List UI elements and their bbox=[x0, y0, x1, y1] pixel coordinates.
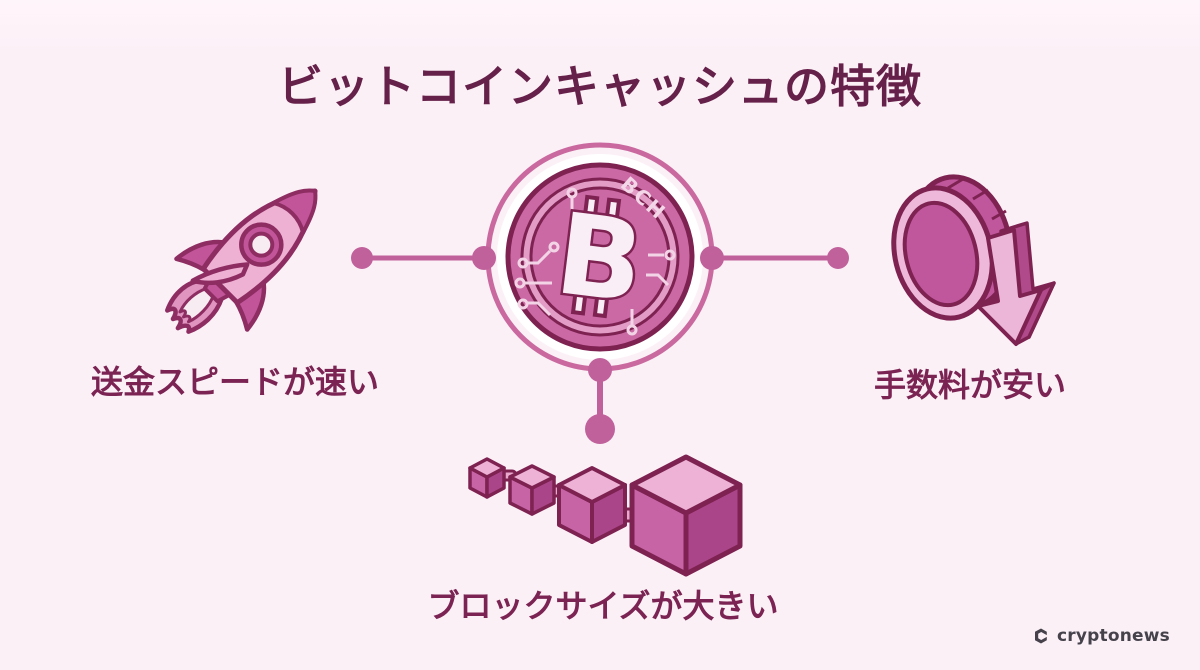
circuit-traces bbox=[514, 187, 676, 336]
coin-symbol: B bbox=[549, 189, 650, 328]
down-arrow bbox=[976, 221, 1056, 346]
connector-dot bbox=[700, 246, 724, 270]
cryptonews-logo-icon bbox=[1035, 628, 1047, 644]
feature-label-transfer-speed: 送金スピードが速い bbox=[90, 363, 379, 401]
feature-label-low-fees: 手数料が安い bbox=[873, 366, 1066, 404]
coin-down-arrow-icon bbox=[891, 174, 1056, 346]
cube bbox=[629, 454, 743, 577]
feature-label-block-size: ブロックサイズが大きい bbox=[427, 587, 779, 625]
cube bbox=[508, 464, 556, 516]
connector-dot bbox=[588, 358, 612, 382]
page-title: ビットコインキャッシュの特徴 bbox=[277, 60, 922, 113]
connector-dot bbox=[351, 247, 373, 269]
connector-dot bbox=[827, 247, 849, 269]
bch-coin-icon: BCH B bbox=[485, 142, 715, 372]
rocket-nose bbox=[271, 188, 318, 235]
bitcoin-symbol: B bbox=[547, 187, 653, 331]
cube bbox=[468, 457, 506, 499]
blockchain-cubes-icon bbox=[468, 454, 743, 577]
connector-dot bbox=[585, 414, 615, 444]
rocket-center-fin bbox=[190, 262, 250, 286]
cryptonews-logo-text: cryptonews bbox=[1057, 626, 1170, 646]
rocket-icon bbox=[165, 188, 318, 334]
cube bbox=[557, 466, 627, 544]
connector-dot bbox=[472, 246, 496, 270]
cryptonews-logo: cryptonews bbox=[1032, 626, 1170, 646]
